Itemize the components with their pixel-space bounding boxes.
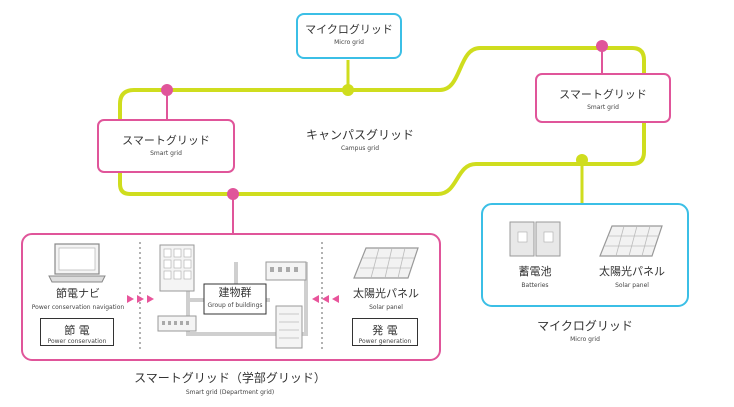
buildings-label: 建物群 xyxy=(218,286,252,299)
node-dot xyxy=(342,84,354,96)
smart-grid-right-sublabel: Smart grid xyxy=(587,104,619,111)
smart-grid-left-sublabel: Smart grid xyxy=(150,150,182,157)
top-micro-grid-box xyxy=(296,13,402,59)
smart-grid-left-label: スマートグリッド xyxy=(122,134,210,147)
node-dot xyxy=(576,154,588,166)
micro-grid-subtitle: Micro grid xyxy=(570,336,600,343)
department-grid-title: スマートグリッド（学部グリッド） xyxy=(134,371,326,385)
campus-grid-label: キャンパスグリッド xyxy=(305,128,414,142)
power-conservation-sublabel: Power conservation xyxy=(47,338,107,345)
buildings-sublabel: Group of buildings xyxy=(207,302,263,309)
solar-panel-sublabel: Solar panel xyxy=(369,304,403,311)
power-conservation-box: 節 電 Power conservation xyxy=(40,318,114,346)
arrow-right-icon xyxy=(127,295,154,303)
micro-solar-panel-sublabel: Solar panel xyxy=(615,282,649,289)
power-generation-label: 発 電 xyxy=(372,324,398,337)
department-grid-subtitle: Smart grid (Department grid) xyxy=(185,389,275,396)
power-nav-label: 節電ナビ xyxy=(56,287,100,300)
power-nav-sublabel: Power conservation navigation xyxy=(31,304,125,311)
micro-grid-title: マイクログリッド xyxy=(537,319,633,333)
batteries-sublabel: Batteries xyxy=(521,282,549,289)
solar-panel-icon xyxy=(599,225,663,257)
solar-panel-icon xyxy=(353,247,419,279)
power-conservation-label: 節 電 xyxy=(64,324,90,337)
campus-grid-sublabel: Campus grid xyxy=(340,145,380,152)
laptop-icon xyxy=(48,243,106,283)
battery-icon xyxy=(509,221,561,257)
buildings-icon xyxy=(157,244,308,349)
smart-grid-left-box xyxy=(97,119,235,173)
smart-grid-right-box xyxy=(535,73,671,123)
solar-panel-label: 太陽光パネル xyxy=(353,287,419,300)
node-dot xyxy=(161,84,173,96)
power-generation-box: 発 電 Power generation xyxy=(352,318,418,346)
power-generation-sublabel: Power generation xyxy=(358,338,412,345)
batteries-label: 蓄電池 xyxy=(518,265,552,278)
smart-grid-right-label: スマートグリッド xyxy=(559,88,647,101)
top-micro-grid-sublabel: Micro grid xyxy=(334,39,364,46)
node-dot xyxy=(596,40,608,52)
micro-solar-panel-label: 太陽光パネル xyxy=(599,265,665,278)
arrow-left-icon xyxy=(312,295,339,303)
node-dot xyxy=(227,188,239,200)
top-micro-grid-label: マイクログリッド xyxy=(305,23,393,36)
